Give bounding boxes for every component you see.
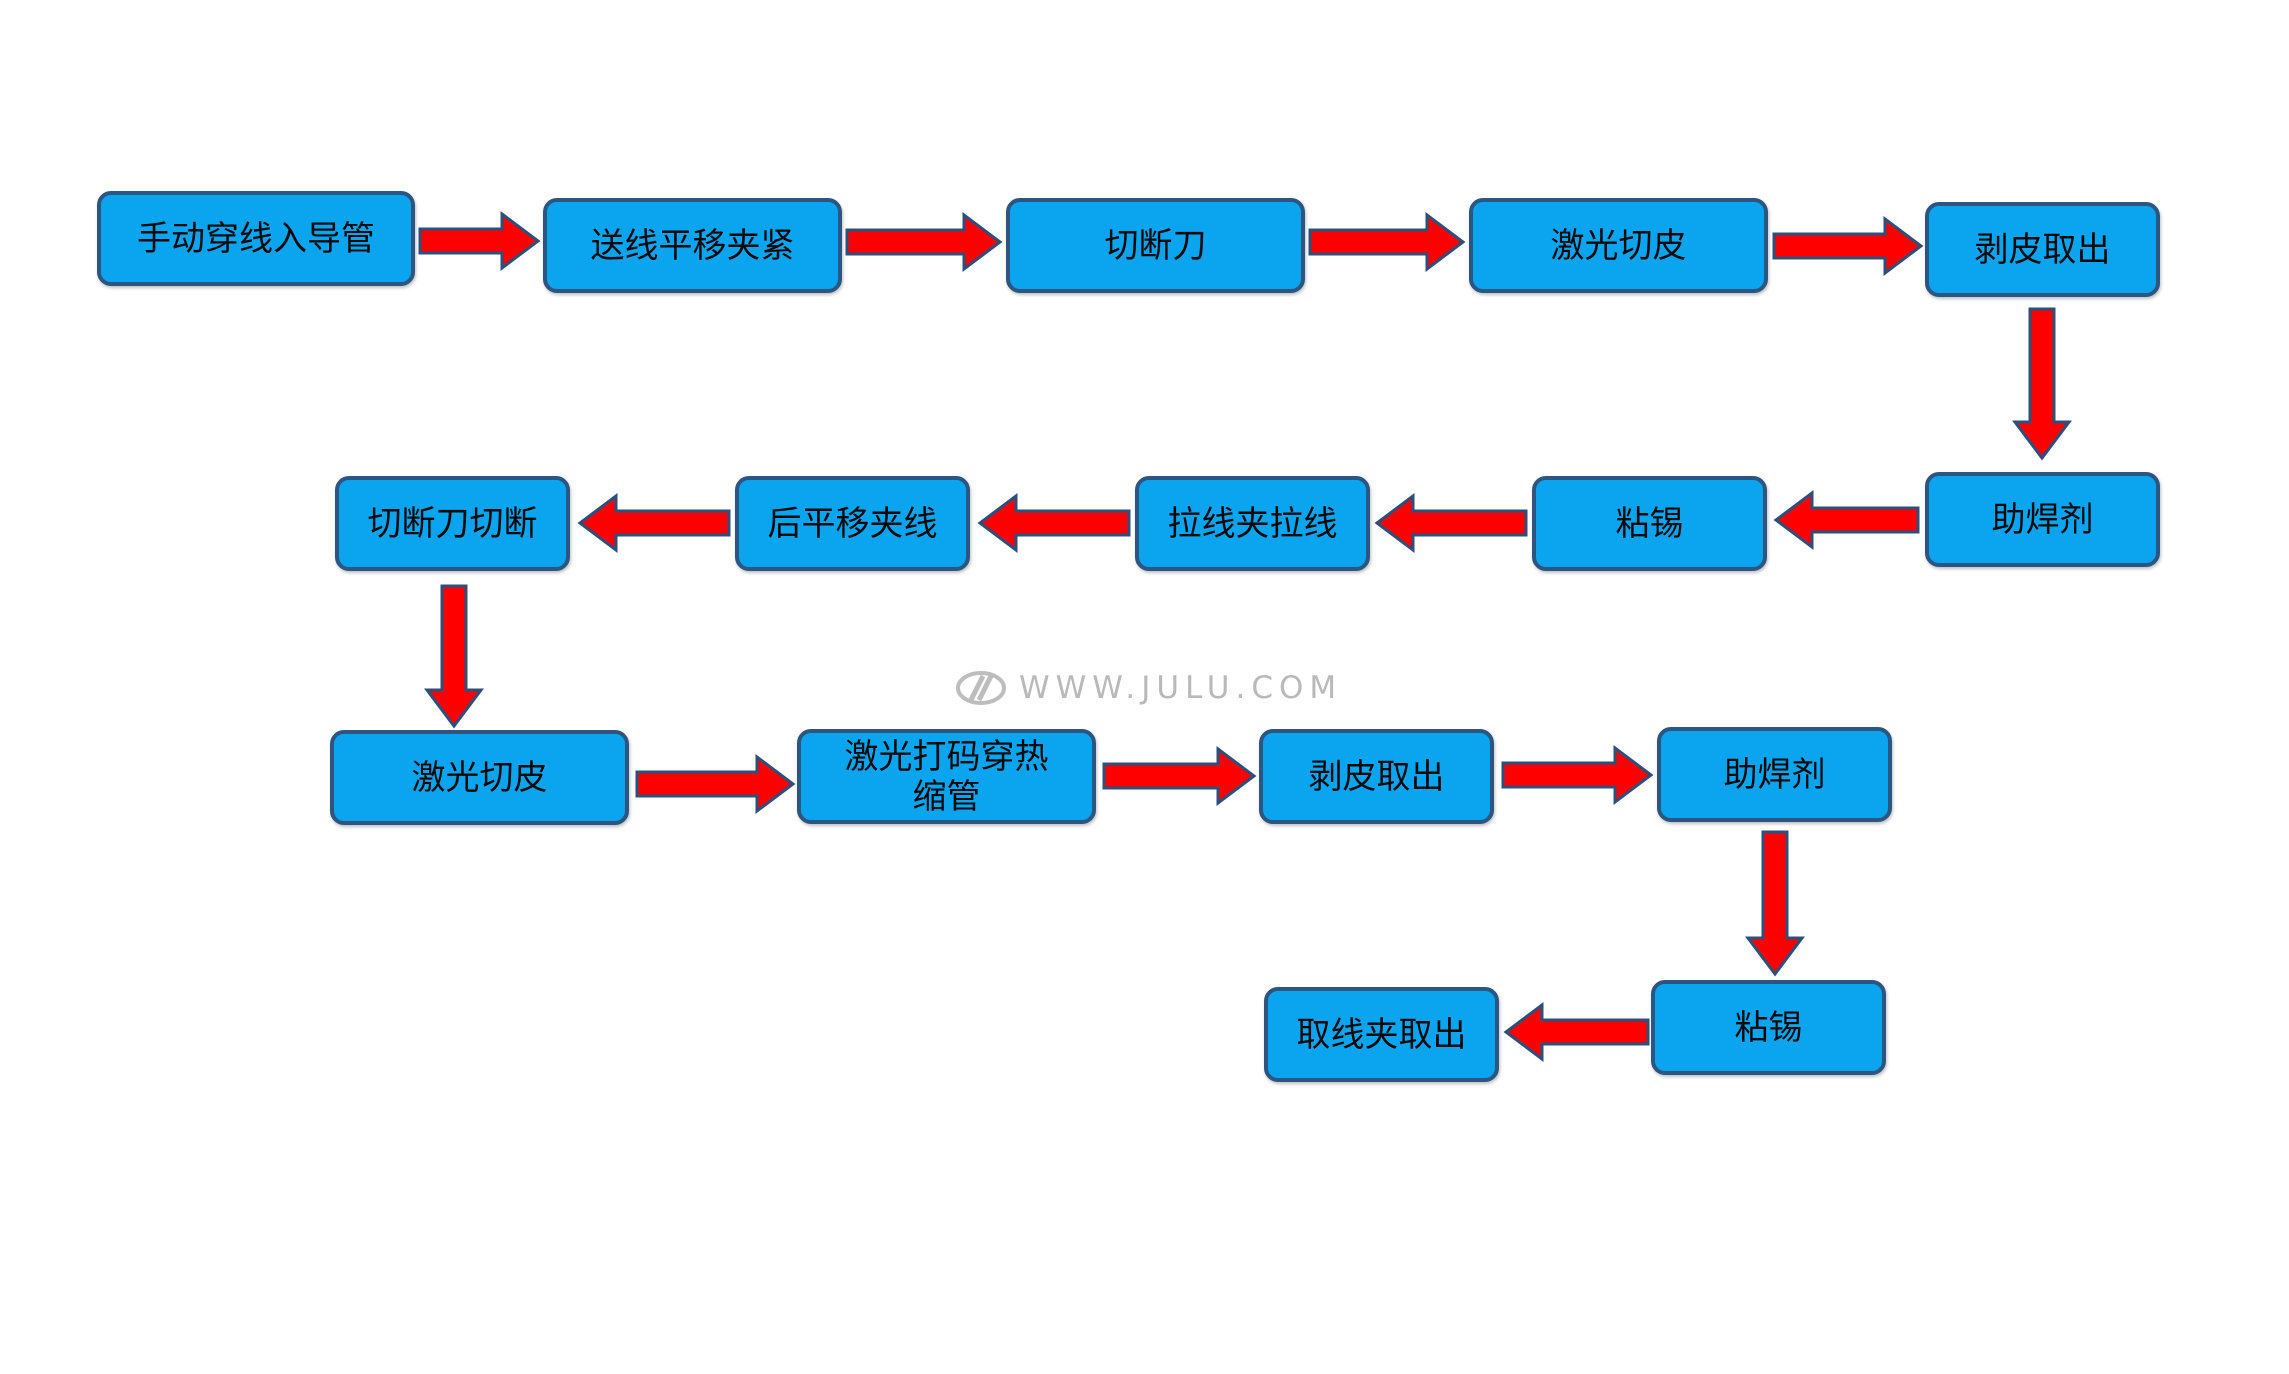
arrow-shape	[1308, 212, 1466, 272]
flow-arrow-9	[577, 493, 731, 553]
arrow-shape	[1772, 216, 1924, 276]
flow-arrow-4	[1772, 216, 1924, 276]
flow-arrow-5	[2012, 307, 2072, 461]
watermark-text: WWW.JULU.COM	[1019, 670, 1343, 706]
arrow-shape	[1102, 746, 1257, 806]
arrow-shape	[977, 493, 1131, 553]
step-box-flux-1: 助焊剂	[1925, 472, 2160, 567]
step-label: 剥皮取出	[1308, 756, 1445, 797]
step-label: 切断刀	[1104, 225, 1207, 266]
step-label: 激光打码穿热缩管	[844, 736, 1049, 817]
flow-arrow-14	[1745, 830, 1805, 977]
step-box-cutter: 切断刀	[1006, 198, 1305, 293]
step-box-tin-1: 粘锡	[1532, 476, 1767, 571]
arrow-shape	[1773, 490, 1920, 550]
arrow-shape	[1745, 830, 1805, 977]
step-label: 取线夹取出	[1296, 1014, 1467, 1055]
step-box-rear-clamp: 后平移夹线	[735, 476, 970, 571]
flow-arrow-11	[635, 754, 796, 814]
arrow-shape	[1501, 745, 1654, 805]
flow-arrow-15	[1503, 1002, 1650, 1062]
step-label: 剥皮取出	[1974, 229, 2111, 270]
step-box-pull-clamp: 拉线夹拉线	[1135, 476, 1370, 571]
arrow-shape	[635, 754, 796, 814]
step-box-take-out: 取线夹取出	[1264, 987, 1499, 1082]
step-label: 送线平移夹紧	[590, 225, 795, 266]
step-label: 助焊剂	[1723, 754, 1826, 795]
flow-arrow-6	[1773, 490, 1920, 550]
step-box-laser-mark-shrink-tube: 激光打码穿热缩管	[797, 729, 1096, 824]
arrow-shape	[1374, 493, 1528, 553]
arrow-shape	[577, 493, 731, 553]
step-label: 切断刀切断	[367, 503, 538, 544]
flow-arrow-2	[845, 212, 1003, 272]
flow-arrow-8	[977, 493, 1131, 553]
flow-arrow-12	[1102, 746, 1257, 806]
step-box-cut-off: 切断刀切断	[335, 476, 570, 571]
flow-arrow-7	[1374, 493, 1528, 553]
flow-arrow-13	[1501, 745, 1654, 805]
julu-logo-icon	[956, 671, 1006, 705]
step-label: 拉线夹拉线	[1167, 503, 1338, 544]
step-box-laser-strip-1: 激光切皮	[1469, 198, 1768, 293]
arrow-shape	[845, 212, 1003, 272]
step-box-strip-remove-2: 剥皮取出	[1259, 729, 1494, 824]
step-label: 粘锡	[1615, 503, 1684, 544]
arrow-shape	[2012, 307, 2072, 461]
step-label: 助焊剂	[1991, 499, 2094, 540]
step-label: 手动穿线入导管	[137, 218, 375, 259]
flow-arrow-1	[418, 211, 541, 271]
step-label: 激光切皮	[411, 757, 548, 798]
arrow-shape	[424, 584, 484, 729]
step-box-manual-threading: 手动穿线入导管	[97, 191, 415, 286]
step-box-feed-clamp: 送线平移夹紧	[543, 198, 842, 293]
step-box-tin-2: 粘锡	[1651, 980, 1886, 1075]
arrow-shape	[1503, 1002, 1650, 1062]
flow-arrow-3	[1308, 212, 1466, 272]
flow-arrow-10	[424, 584, 484, 729]
step-box-strip-remove-1: 剥皮取出	[1925, 202, 2160, 297]
step-box-laser-strip-2: 激光切皮	[330, 730, 629, 825]
step-box-flux-2: 助焊剂	[1657, 727, 1892, 822]
step-label: 激光切皮	[1550, 225, 1687, 266]
arrow-shape	[418, 211, 541, 271]
step-label: 粘锡	[1734, 1007, 1803, 1048]
step-label: 后平移夹线	[767, 503, 938, 544]
watermark: WWW.JULU.COM	[955, 666, 1342, 710]
